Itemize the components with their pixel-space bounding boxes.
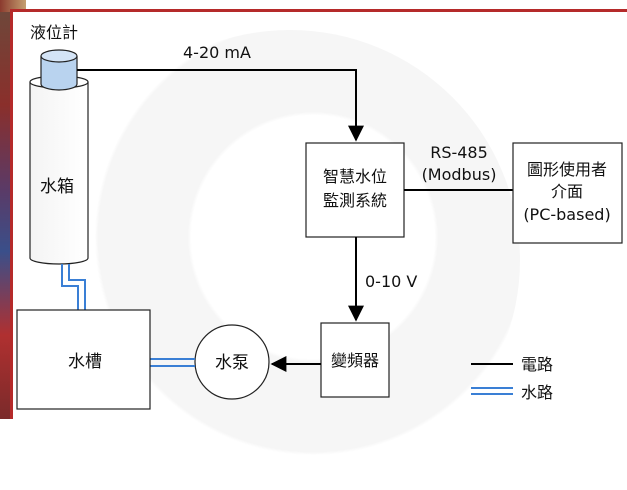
current-loop-label: 4-20 mA	[183, 43, 251, 62]
frame-top-border	[10, 9, 627, 12]
inverter-label: 變頻器	[331, 351, 379, 370]
watermark-logo	[60, 30, 520, 490]
current-loop-line	[77, 69, 364, 142]
pump-circle	[194, 324, 270, 400]
tank-label: 水箱	[40, 177, 74, 197]
basin-box	[16, 309, 151, 410]
rs485-label: RS-485	[430, 143, 488, 162]
pump-label: 水泵	[215, 353, 249, 373]
gui-label-line3: (PC-based)	[523, 205, 610, 224]
voltage-label: 0-10 V	[365, 272, 417, 291]
basin-label: 水槽	[68, 352, 102, 372]
water-tank	[29, 75, 89, 265]
system-block-diagram: 液位計 水箱 4-20 mA 智慧水位 監測系統 RS-485 (Modbus)…	[16, 23, 623, 410]
legend-water-label: 水路	[521, 383, 553, 402]
gui-box	[512, 142, 623, 244]
photo-strip-decoration	[0, 0, 10, 419]
monitoring-system-box	[305, 142, 405, 238]
legend-electric-label: 電路	[521, 355, 553, 374]
modbus-label: (Modbus)	[422, 165, 497, 184]
level-sensor	[40, 49, 78, 91]
water-pipe-pump-basin	[150, 358, 195, 367]
monitor-label-line1: 智慧水位	[323, 167, 387, 186]
frame-left-border	[10, 9, 13, 419]
monitor-label-line2: 監測系統	[323, 191, 387, 210]
gui-label-line1: 圖形使用者	[527, 160, 607, 179]
water-pipe-tank-basin	[61, 264, 86, 310]
sensor-label: 液位計	[30, 23, 78, 42]
gui-label-line2: 介面	[551, 182, 583, 201]
legend: 電路 水路	[471, 355, 553, 402]
inverter-box	[320, 322, 390, 398]
